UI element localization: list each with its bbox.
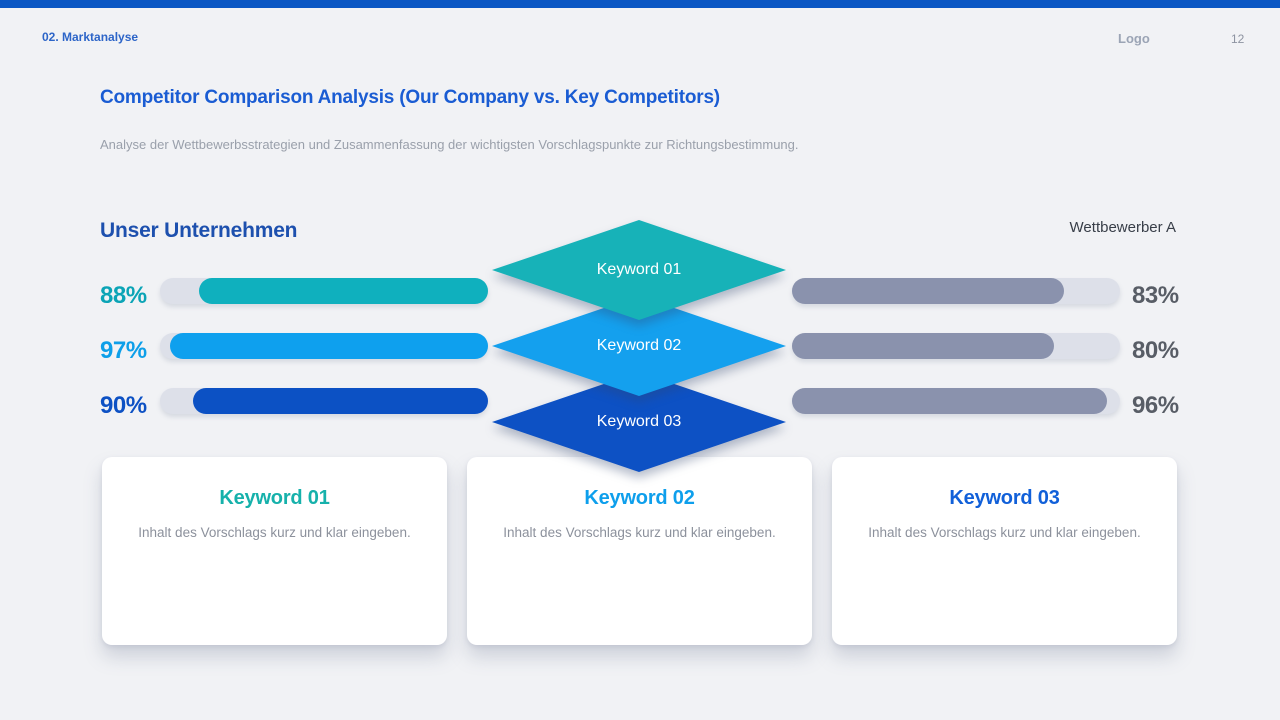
competitor-percent-row2: 80%	[1132, 337, 1179, 364]
our-bar-fill-row3	[192, 388, 488, 414]
keyword-diamond-1: Keyword 01	[492, 220, 786, 320]
top-accent-bar	[0, 0, 1280, 8]
our-company-label: Unser Unternehmen	[100, 219, 298, 242]
keyword-diamond-1-label: Keyword 01	[596, 261, 682, 278]
competitor-percent-row3: 96%	[1132, 392, 1179, 419]
slide-subtitle: Analyse der Wettbewerbsstrategien und Zu…	[100, 137, 799, 152]
competitor-label: Wettbewerber A	[1069, 219, 1176, 236]
competitor-bar-row3	[792, 388, 1120, 414]
keyword-card-2-title: Keyword 02	[584, 487, 695, 509]
competitor-bar-fill-row2	[792, 333, 1055, 359]
keyword-diamond-1-shape: Keyword 01	[492, 220, 786, 320]
logo-text: Logo	[1118, 31, 1150, 46]
keyword-card-3-title: Keyword 03	[949, 487, 1060, 509]
our-bar-fill-row2	[169, 333, 488, 359]
keyword-card-2: Keyword 02 Inhalt des Vorschlags kurz un…	[467, 457, 812, 645]
our-percent-row1: 88%	[100, 282, 147, 309]
keyword-card-2-body: Inhalt des Vorschlags kurz und klar eing…	[503, 525, 776, 540]
keyword-card-1-title: Keyword 01	[219, 487, 330, 509]
keyword-card-1-body: Inhalt des Vorschlags kurz und klar eing…	[138, 525, 411, 540]
our-bar-row3	[160, 388, 488, 414]
competitor-bar-fill-row1	[792, 278, 1065, 304]
our-bar-row2	[160, 333, 488, 359]
keyword-diamond-3-label: Keyword 03	[596, 413, 682, 430]
keyword-diamond-2-label: Keyword 02	[596, 337, 682, 354]
our-percent-row2: 97%	[100, 337, 147, 364]
keyword-card-1: Keyword 01 Inhalt des Vorschlags kurz un…	[102, 457, 447, 645]
our-bar-fill-row1	[199, 278, 488, 304]
competitor-bar-row2	[792, 333, 1120, 359]
competitor-percent-row1: 83%	[1132, 282, 1179, 309]
our-bar-row1	[160, 278, 488, 304]
our-percent-row3: 90%	[100, 392, 147, 419]
page-number: 12	[1231, 32, 1245, 46]
competitor-bar-fill-row3	[792, 388, 1107, 414]
keyword-card-3: Keyword 03 Inhalt des Vorschlags kurz un…	[832, 457, 1177, 645]
keyword-card-3-body: Inhalt des Vorschlags kurz und klar eing…	[868, 525, 1141, 540]
competitor-bar-row1	[792, 278, 1120, 304]
slide-title: Competitor Comparison Analysis (Our Comp…	[100, 87, 720, 108]
breadcrumb: 02. Marktanalyse	[42, 30, 139, 44]
